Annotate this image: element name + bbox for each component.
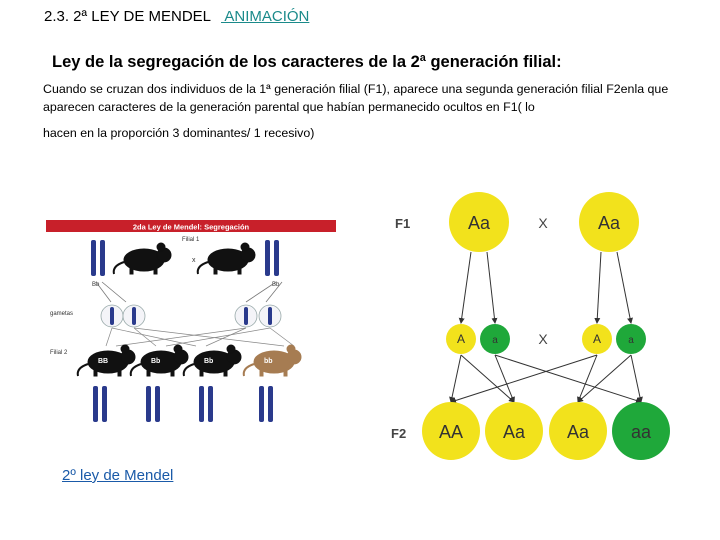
f1-label: F1 <box>395 216 410 231</box>
offspring-chromosomes <box>93 386 107 422</box>
offspring-circle <box>485 402 543 460</box>
offspring-genotype: Aa <box>567 422 590 442</box>
parent-right-chromosomes <box>265 240 279 276</box>
arrow <box>577 354 632 403</box>
gamete-cross-lines <box>105 327 295 347</box>
offspring-genotype: Aa <box>503 422 526 442</box>
parent-circle <box>579 192 639 252</box>
animation-link[interactable]: ANIMACIÓN <box>221 8 310 25</box>
filial2-label: Filial 2 <box>50 350 68 356</box>
mouse-cross-symbol: x <box>192 257 196 264</box>
parent-right-genotype: Bb <box>272 282 280 288</box>
gametes-label: gametas <box>50 311 73 317</box>
arrow <box>594 251 602 324</box>
gamete-allele: A <box>457 332 465 346</box>
gamete-allele: a <box>492 335 498 346</box>
punnett-arrows <box>449 251 643 404</box>
arrow <box>494 354 515 403</box>
arrow <box>494 354 642 404</box>
arrow <box>577 354 598 403</box>
gamete-circle <box>446 324 476 354</box>
parent-left-genotype: Bb <box>92 282 100 288</box>
gamete-circle <box>616 324 646 354</box>
description-paragraph-1: Cuando se cruzan dos individuos de la 1ª… <box>43 82 669 114</box>
filial1-label: Filial 1 <box>182 237 200 243</box>
gamete-allele: a <box>628 335 634 346</box>
arrow <box>630 354 643 403</box>
gamete-allele: A <box>593 332 601 346</box>
parent-left-mouse <box>112 242 172 275</box>
section-subtitle: Ley de la segregación de los caracteres … <box>52 53 562 71</box>
parent-cross-symbol: X <box>538 215 548 231</box>
gamete-circle <box>480 324 510 354</box>
offspring-genotype: Bb <box>204 358 213 365</box>
parent-right-mouse <box>196 242 256 275</box>
gamete-chromosomes <box>110 307 272 325</box>
offspring-genotype: bb <box>264 358 273 365</box>
parent-left-chromosomes <box>91 240 105 276</box>
arrow <box>486 251 498 324</box>
arrow <box>458 251 472 324</box>
offspring-chromosomes <box>259 386 273 422</box>
mouse-segregation-figure: 2da Ley de Mendel: Segregación Filial 1 … <box>46 216 338 428</box>
arrow <box>616 251 633 324</box>
f2-label: F2 <box>391 426 406 441</box>
parent-to-gamete-arrows <box>95 281 283 303</box>
offspring-group: BB Bb Bb bb <box>76 344 302 422</box>
parent-genotype: Aa <box>598 213 621 233</box>
arrow <box>460 354 515 403</box>
offspring-genotype: BB <box>98 358 108 365</box>
arrow <box>449 354 462 403</box>
arrow <box>450 354 598 404</box>
parent-genotype: Aa <box>468 213 491 233</box>
description-paragraph-2: hacen en la proporción 3 dominantes/ 1 r… <box>43 126 315 140</box>
banner-bar <box>46 220 336 232</box>
offspring-circle <box>549 402 607 460</box>
offspring-genotype: aa <box>631 422 652 442</box>
offspring-circle <box>422 402 480 460</box>
page-title: 2.3. 2ª LEY DE MENDEL ANIMACIÓN <box>44 8 309 25</box>
offspring-genotype: AA <box>439 422 463 442</box>
title-text: 2.3. 2ª LEY DE MENDEL <box>44 8 212 25</box>
mouse-segregation-svg: 2da Ley de Mendel: Segregación Filial 1 … <box>46 220 336 422</box>
mendel-second-law-link[interactable]: 2º ley de Mendel <box>62 467 174 484</box>
banner-text: 2da Ley de Mendel: Segregación <box>133 223 250 232</box>
gamete-cross-symbol: X <box>538 331 548 347</box>
offspring-genotype: Bb <box>151 358 160 365</box>
gamete-cells <box>100 304 282 328</box>
offspring-chromosomes <box>146 386 160 422</box>
parent-circle <box>449 192 509 252</box>
description-text: Cuando se cruzan dos individuos de la 1ª… <box>43 80 683 142</box>
offspring-circle <box>612 402 670 460</box>
offspring-chromosomes <box>199 386 213 422</box>
gamete-circle <box>582 324 612 354</box>
